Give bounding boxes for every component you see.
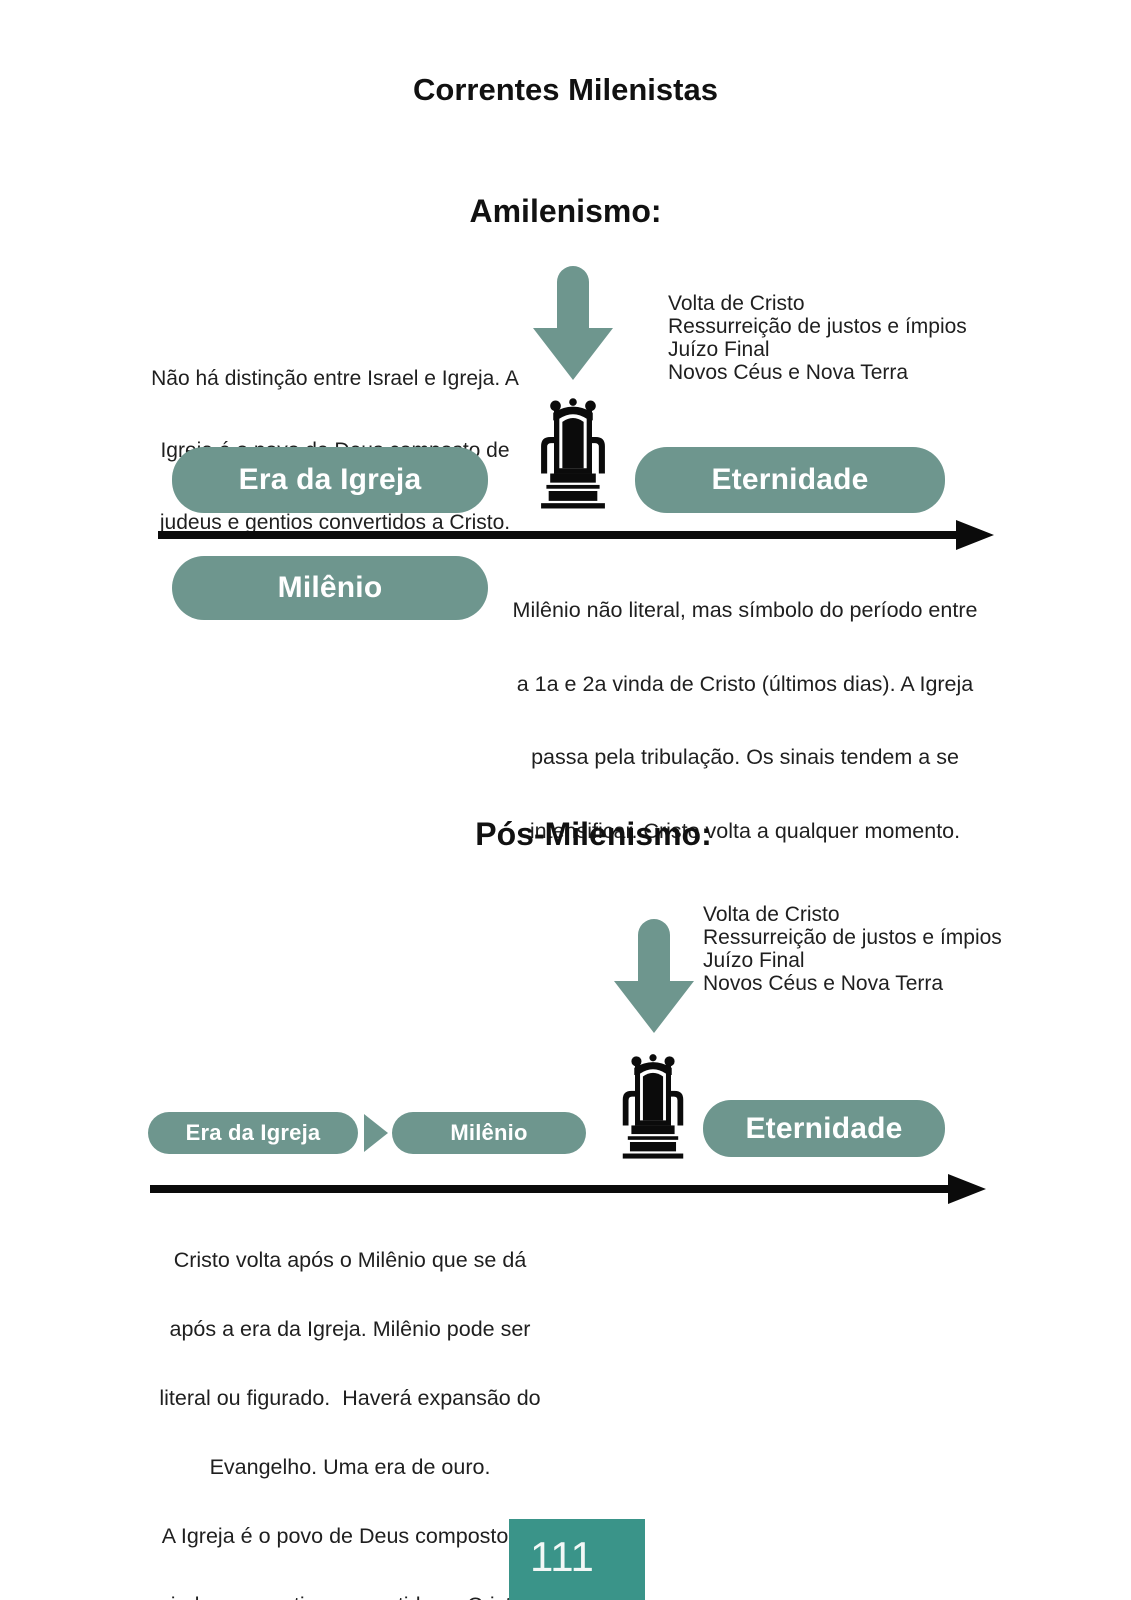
page-title: Correntes Milenistas bbox=[413, 72, 718, 107]
note-line: a 1a e 2a vinda de Cristo (últimos dias)… bbox=[516, 671, 974, 696]
amillennialism-heading: Amilenismo: bbox=[469, 193, 662, 229]
pill-church-age: Era da Igreja bbox=[148, 1112, 358, 1154]
postmillennialism-note: Cristo volta após o Milênio que se dá ap… bbox=[110, 1203, 590, 1600]
note-line: judeus e gentios convertidos a Cristo. bbox=[159, 511, 511, 534]
event-item: Volta de Cristo bbox=[668, 292, 805, 315]
pill-eternity: Eternidade bbox=[703, 1100, 945, 1157]
note-line: Não há distinção entre Israel e Igreja. … bbox=[151, 367, 519, 390]
postmillennialism-event-list: Volta de Cristo Ressurreição de justos e… bbox=[703, 903, 1002, 995]
pill-label: Era da Igreja bbox=[185, 1120, 321, 1145]
timeline-arrow-icon bbox=[150, 1170, 988, 1208]
event-item: Novos Céus e Nova Terra bbox=[668, 361, 909, 384]
pill-millennium: Milênio bbox=[392, 1112, 586, 1154]
throne-icon bbox=[534, 396, 612, 510]
pill-label: Era da Igreja bbox=[238, 463, 422, 496]
heading-text: Pós-Milenismo: bbox=[475, 816, 712, 852]
note-line: após a era da Igreja. Milênio pode ser bbox=[169, 1317, 531, 1341]
event-item: Juízo Final bbox=[668, 338, 770, 361]
chevron-right-icon bbox=[364, 1114, 388, 1152]
event-item: Ressurreição de justos e ímpios bbox=[703, 926, 1002, 949]
note-line: Evangelho. Uma era de ouro. bbox=[209, 1455, 491, 1479]
event-item: Juízo Final bbox=[703, 949, 805, 972]
pill-church-age: Era da Igreja bbox=[172, 447, 488, 513]
note-line: judeus e gentios convertidos a Cristo. bbox=[110, 1594, 590, 1600]
page-number-badge: 111 bbox=[509, 1519, 645, 1600]
pill-label: Milênio bbox=[450, 1120, 528, 1145]
event-item: Ressurreição de justos e ímpios bbox=[668, 315, 967, 338]
event-item: Novos Céus e Nova Terra bbox=[703, 972, 944, 995]
arrow-down-icon bbox=[612, 918, 696, 1038]
pill-millennium: Milênio bbox=[172, 556, 488, 620]
note-line: Milênio não literal, mas símbolo do perí… bbox=[512, 598, 978, 622]
pill-label: Eternidade bbox=[711, 463, 869, 496]
note-line: literal ou figurado. Haverá expansão do bbox=[159, 1386, 541, 1410]
arrow-down-icon bbox=[531, 266, 615, 384]
note-line: intensificar. Cristo volta a qualquer mo… bbox=[529, 818, 961, 843]
throne-icon bbox=[617, 1052, 689, 1160]
note-line: Cristo volta após o Milênio que se dá bbox=[173, 1248, 527, 1272]
event-item: Volta de Cristo bbox=[703, 903, 840, 926]
page-number: 111 bbox=[530, 1533, 594, 1580]
pill-label: Milênio bbox=[277, 571, 383, 604]
pill-eternity: Eternidade bbox=[635, 447, 945, 513]
amillennialism-event-list: Volta de Cristo Ressurreição de justos e… bbox=[668, 292, 967, 384]
postmillennialism-heading: Pós-Milenismo: bbox=[0, 816, 1131, 853]
timeline-arrow-icon bbox=[158, 516, 996, 554]
note-line: passa pela tribulação. Os sinais tendem … bbox=[531, 745, 959, 769]
millennium-note: Milênio não literal, mas símbolo do perí… bbox=[480, 549, 1010, 892]
pill-label: Eternidade bbox=[745, 1111, 903, 1145]
